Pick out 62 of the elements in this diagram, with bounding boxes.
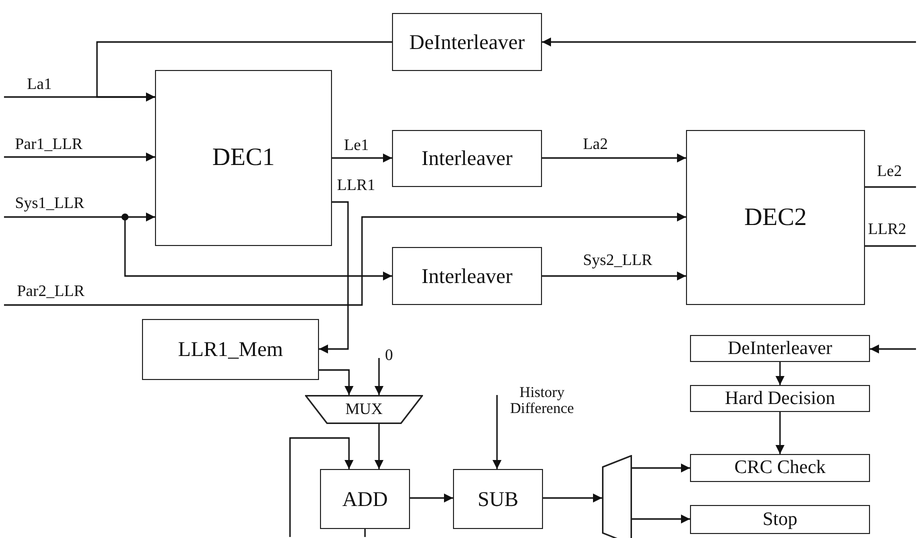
arrow [319,201,349,354]
subtractor-block [453,469,543,529]
memory-block [142,319,319,380]
arrow [632,464,690,472]
arrow [492,395,502,469]
block-label: DeInterleaver [728,338,832,360]
block-label: Interleaver [422,146,512,171]
interleaver-block [392,130,542,187]
arrow [776,362,784,385]
arrow [632,514,690,524]
edge-label: Sys2_LLR [583,253,652,270]
block-label: Stop [762,508,798,530]
signal-line [865,245,916,247]
block-label: DEC2 [744,204,807,232]
arrow [319,369,354,395]
arrow [542,38,916,46]
arrow [4,212,686,306]
arrow [4,92,155,102]
arrow [4,212,155,222]
arrow [542,154,686,162]
edge-label: Le2 [877,164,902,181]
arrow [410,494,453,502]
arrow [374,358,384,395]
decoder-block [155,70,332,246]
edge-label: Par1_LLR [15,137,83,154]
arrow [4,152,155,162]
adder-block [320,469,410,529]
edge-label: La2 [583,137,608,154]
edge-label: La1 [27,77,52,94]
block-label: CRC Check [734,457,826,479]
mux-trapezoid [305,395,423,424]
block-label: DEC1 [212,144,275,172]
edge-label: 0 [385,348,393,365]
deinterleaver-block [392,13,542,71]
arrow [374,424,384,469]
interleaver-block [392,247,542,305]
deinterleaver-block [690,335,870,362]
block-label: Interleaver [422,264,512,288]
crc-check-block [690,454,870,482]
block-label: SUB [478,486,518,512]
edge-label: LLR1 [337,178,376,195]
arrow [776,412,784,454]
stop-block [690,505,870,534]
arrow [289,437,354,537]
signal-line [865,186,916,188]
decision-block [690,385,870,412]
edge-label: Le1 [344,138,369,155]
block-label: DeInterleaver [409,30,525,54]
decoder-block [686,130,865,305]
edge-label: Sys1_LLR [15,196,84,213]
block-label: LLR1_Mem [178,337,283,362]
demux-trapezoid [602,455,632,538]
edge-label: LLR2 [868,222,906,239]
block-label: Hard Decision [724,388,836,410]
block-label: ADD [342,486,388,512]
edge-label: History Difference [509,386,575,418]
block-label: MUX [345,400,383,418]
arrow [870,344,916,354]
edge-label: Par2_LLR [17,284,85,301]
arrow [332,154,392,162]
arrow [543,494,602,502]
arrow [542,272,686,280]
